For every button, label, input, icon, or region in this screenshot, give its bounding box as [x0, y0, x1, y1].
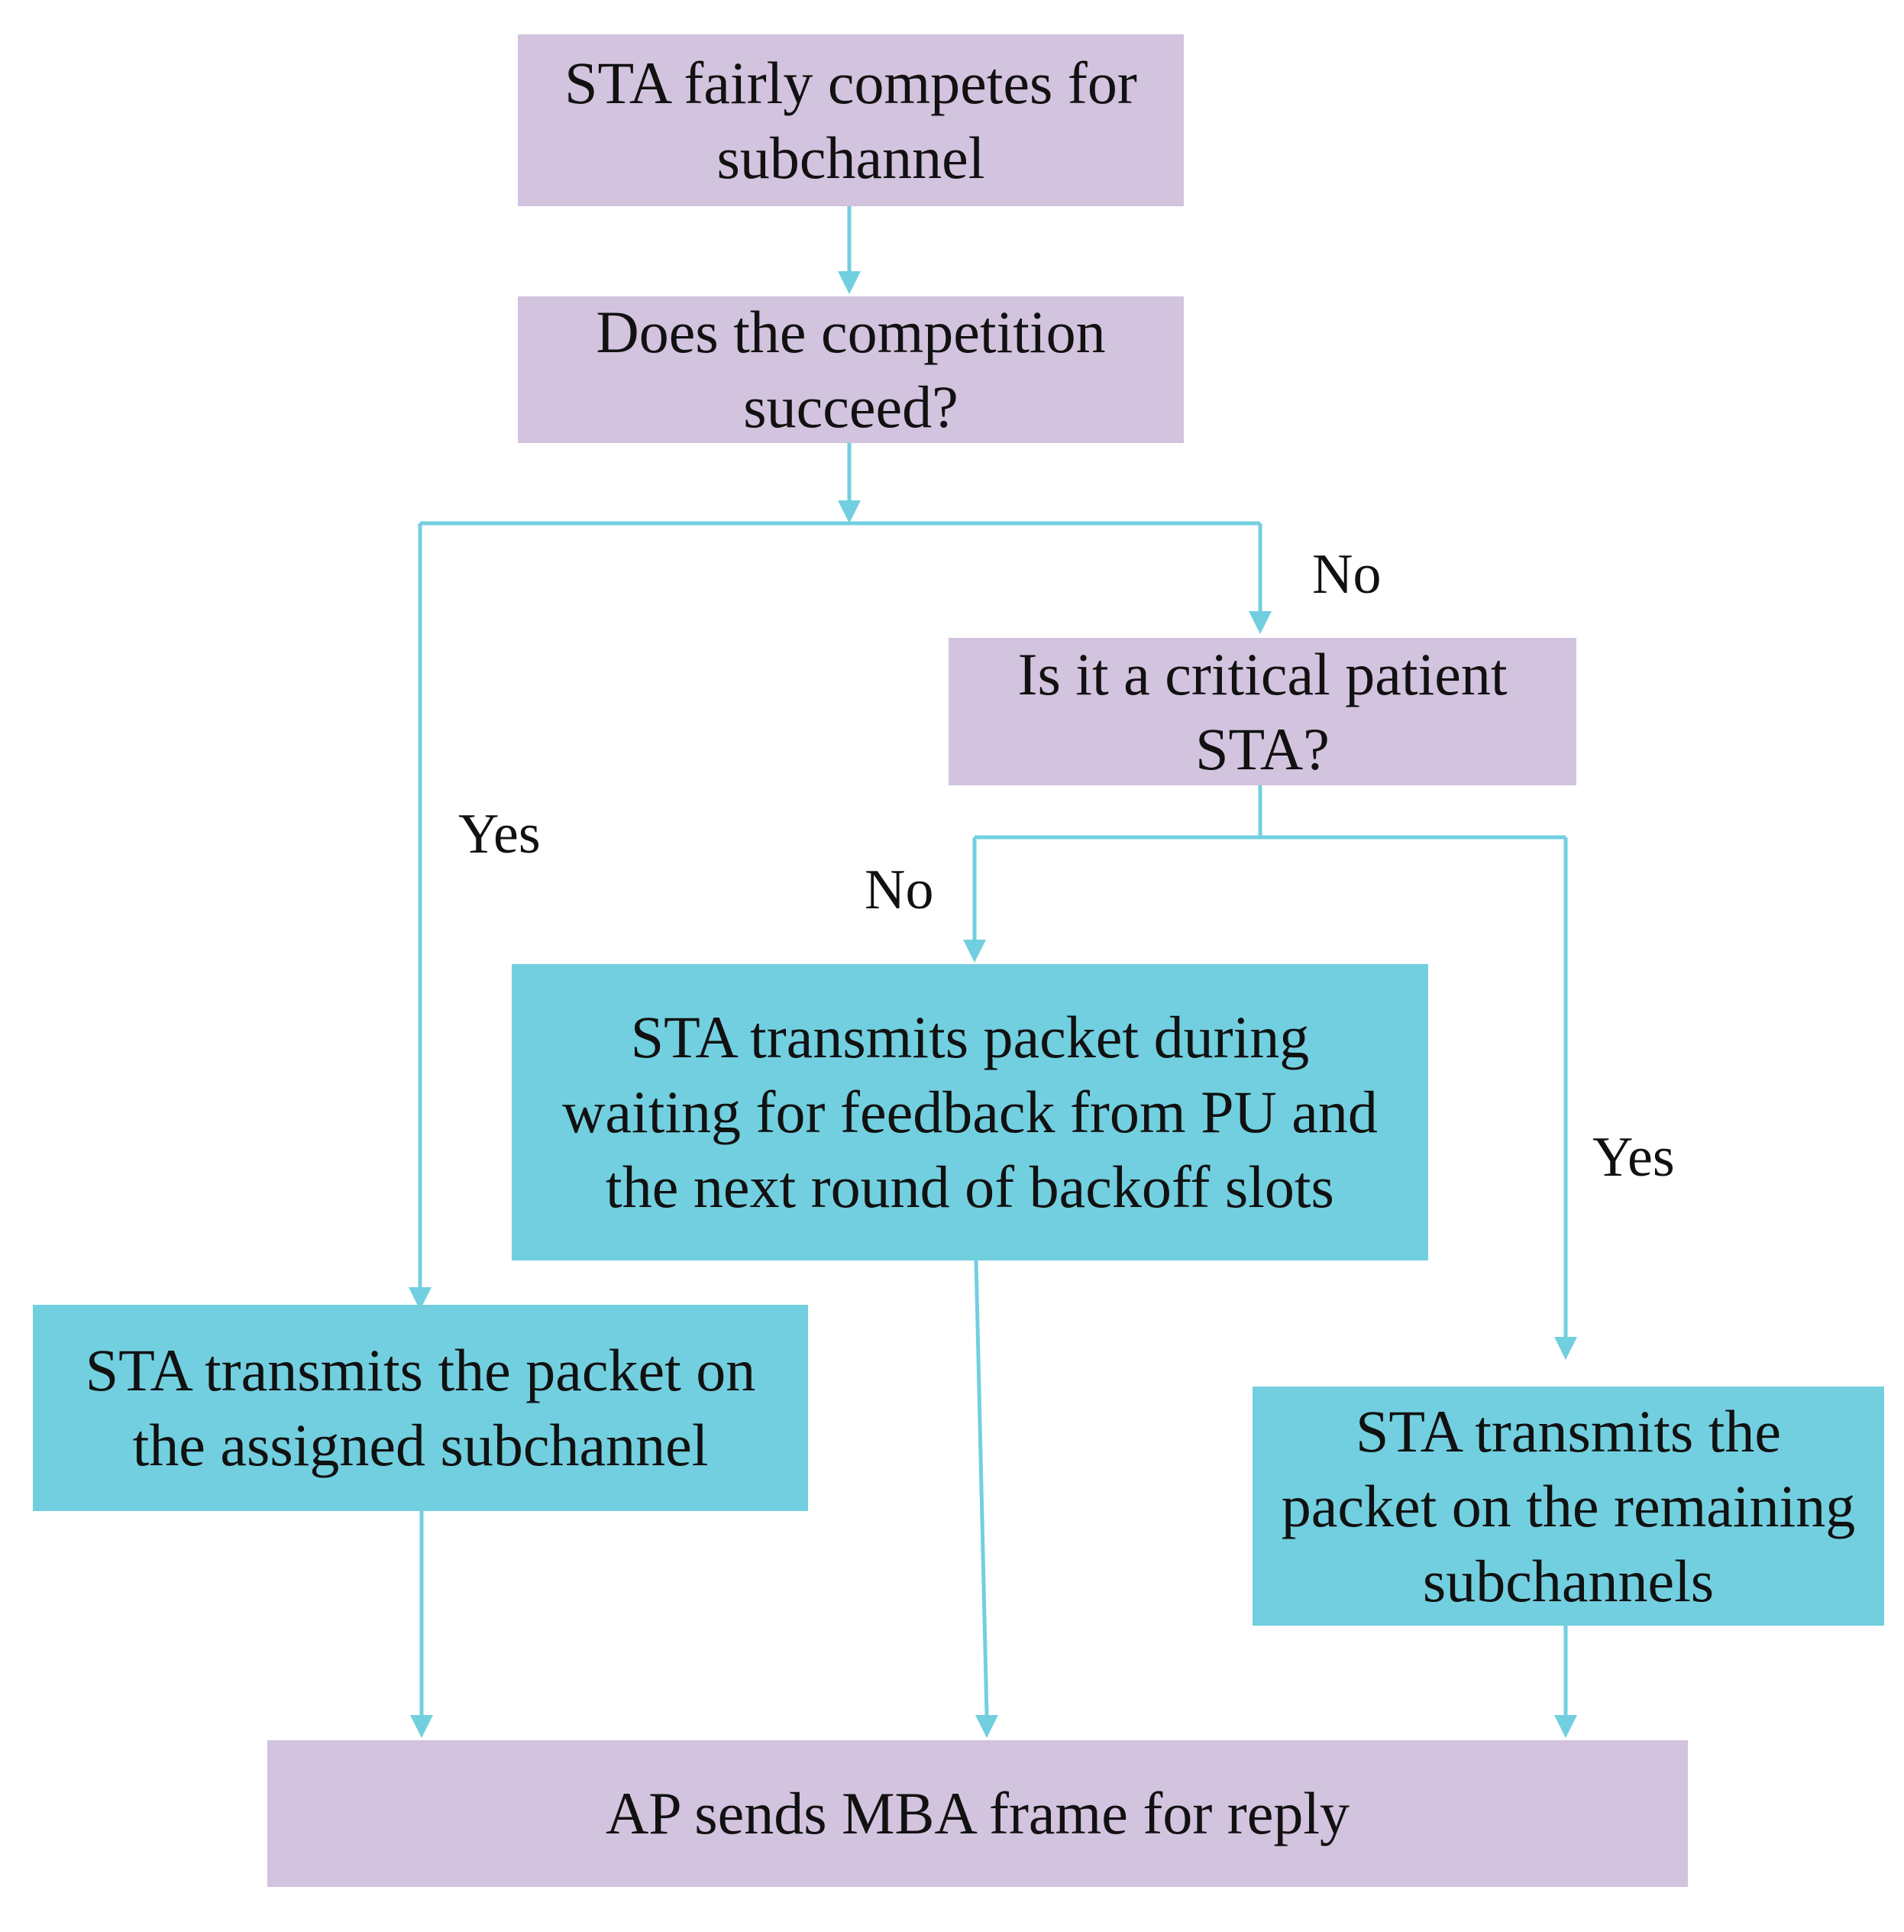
- arrowhead-icon: [1249, 611, 1272, 634]
- transmit-remaining-line: packet on the remaining: [1281, 1472, 1856, 1539]
- start-node-line: STA fairly competes for: [564, 49, 1137, 116]
- arrowhead-icon: [1554, 1715, 1577, 1738]
- transmit-waiting-line: waiting for feedback from PU and: [562, 1079, 1378, 1145]
- critical-decision-line: Is it a critical patient: [1017, 640, 1508, 707]
- arrowhead-icon: [838, 271, 861, 294]
- edge-label-competition-yes: Yes: [458, 803, 541, 866]
- arrowhead-icon: [963, 940, 986, 963]
- arrowhead-icon: [1554, 1337, 1577, 1360]
- connector-paths: [418, 206, 1568, 1716]
- arrowhead-icon: [838, 500, 861, 523]
- start-node: STA fairly competes for subchannel: [518, 34, 1184, 206]
- transmit-waiting-node: STA transmits packet during waiting for …: [512, 964, 1428, 1260]
- edge-label-critical-yes: Yes: [1592, 1126, 1675, 1189]
- arrowhead-icon: [409, 1287, 432, 1310]
- critical-decision-node: Is it a critical patient STA?: [949, 638, 1576, 785]
- transmit-assigned-line: the assigned subchannel: [132, 1412, 709, 1478]
- transmit-remaining-line: subchannels: [1422, 1547, 1715, 1614]
- start-node-line: subchannel: [716, 124, 985, 191]
- arrowhead-icon: [975, 1715, 998, 1738]
- edge-label-critical-no: No: [865, 859, 934, 921]
- line-waiting-to-end: [974, 1260, 989, 1716]
- competition-decision-node: Does the competition succeed?: [518, 296, 1184, 443]
- competition-decision-line: succeed?: [743, 374, 958, 440]
- transmit-remaining-line: STA transmits the: [1355, 1397, 1782, 1464]
- transmit-waiting-line: STA transmits packet during: [630, 1004, 1310, 1070]
- edge-label-competition-no: No: [1312, 543, 1382, 606]
- competition-decision-line: Does the competition: [596, 299, 1106, 365]
- end-node: AP sends MBA frame for reply: [267, 1740, 1688, 1887]
- transmit-waiting-line: the next round of backoff slots: [606, 1154, 1334, 1220]
- critical-decision-line: STA?: [1195, 715, 1330, 782]
- arrowhead-icon: [410, 1715, 433, 1738]
- arrowheads: [409, 271, 1577, 1738]
- transmit-remaining-node: STA transmits the packet on the remainin…: [1253, 1387, 1884, 1626]
- transmit-assigned-node: STA transmits the packet on the assigned…: [33, 1305, 808, 1511]
- end-node-line: AP sends MBA frame for reply: [605, 1780, 1350, 1846]
- transmit-assigned-line: STA transmits the packet on: [85, 1337, 756, 1403]
